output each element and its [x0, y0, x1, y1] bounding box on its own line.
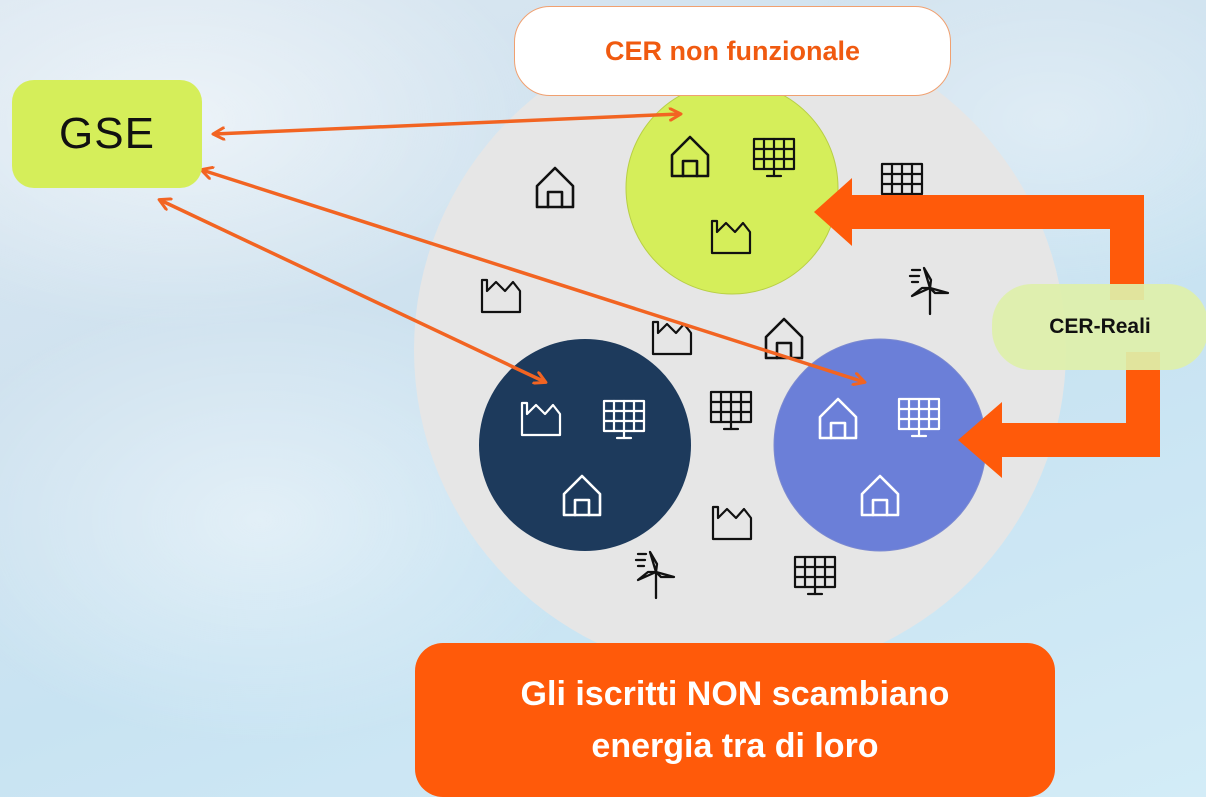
gse-label: GSE [59, 109, 155, 158]
gse-arrow-to-green-cer [214, 114, 680, 134]
cer-navy-circle [479, 339, 691, 551]
message-box: Gli iscritti NON scambiano energia tra d… [415, 643, 1055, 797]
message-line-2: energia tra di loro [591, 727, 879, 765]
message-line-1: Gli iscritti NON scambiano [520, 675, 950, 713]
cer-reali-box: CER-Reali [992, 284, 1206, 370]
gse-arrow-to-navy-cer [160, 200, 545, 382]
cer-reali-label: CER-Reali [1049, 315, 1151, 338]
cer-non-funzionale-box: CER non funzionale [514, 6, 951, 96]
gse-box: GSE [12, 80, 202, 188]
cer-non-funzionale-label: CER non funzionale [605, 35, 860, 66]
cer-reali-flow-arrow-bottom [958, 352, 1160, 478]
cer-blue-circle [773, 338, 987, 552]
